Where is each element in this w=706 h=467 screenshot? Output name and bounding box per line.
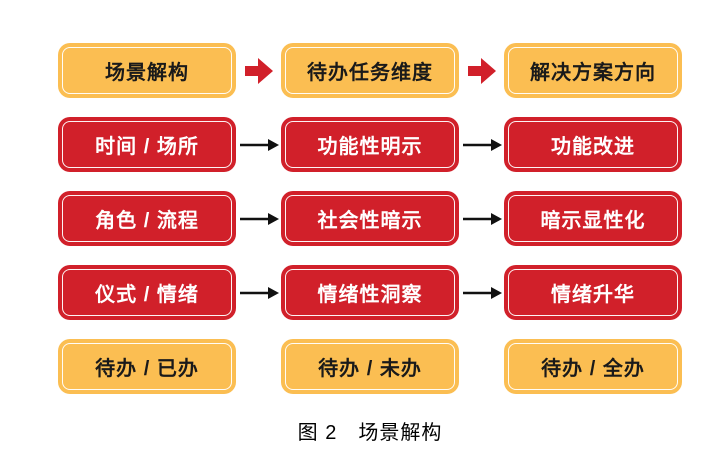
- row-role-process: 角色 / 流程 社会性暗示 暗示显性化: [58, 191, 682, 246]
- row-ritual-emotion: 仪式 / 情绪 情绪性洞察 情绪升华: [58, 265, 682, 320]
- arrow-spacer: [459, 339, 504, 394]
- node-social-hint: 社会性暗示: [281, 191, 459, 246]
- node-label: 情绪升华: [551, 284, 635, 306]
- node-todo-done: 待办 / 已办: [58, 339, 236, 394]
- node-label: 社会性暗示: [317, 210, 423, 232]
- node-role-process: 角色 / 流程: [58, 191, 236, 246]
- node-inner-border: 暗示显性化: [508, 195, 678, 242]
- arrow-cell: [459, 43, 504, 98]
- node-solution-direction: 解决方案方向: [504, 43, 682, 98]
- arrow-cell: [459, 265, 504, 320]
- node-label: 待办任务维度: [307, 62, 433, 84]
- node-label: 功能性明示: [317, 136, 423, 158]
- arrow-cell: [236, 43, 281, 98]
- black-arrow-icon: [462, 138, 502, 151]
- node-inner-border: 功能改进: [508, 121, 678, 168]
- node-todo-task-dimension: 待办任务维度: [281, 43, 459, 98]
- black-arrow-icon: [239, 138, 279, 151]
- node-todo-all-done: 待办 / 全办: [504, 339, 682, 394]
- node-label: 功能改进: [551, 136, 635, 158]
- black-arrow-icon: [239, 212, 279, 225]
- node-inner-border: 社会性暗示: [285, 195, 455, 242]
- node-label: 时间 / 场所: [95, 136, 199, 158]
- node-inner-border: 场景解构: [62, 47, 232, 94]
- node-functional-explicit: 功能性明示: [281, 117, 459, 172]
- node-emotional-insight: 情绪性洞察: [281, 265, 459, 320]
- node-todo-undone: 待办 / 未办: [281, 339, 459, 394]
- node-hint-explicitization: 暗示显性化: [504, 191, 682, 246]
- red-block-arrow-icon: [467, 57, 496, 84]
- node-label: 场景解构: [105, 62, 189, 84]
- node-inner-border: 功能性明示: [285, 121, 455, 168]
- node-inner-border: 待办 / 全办: [508, 343, 678, 390]
- arrow-cell: [459, 191, 504, 246]
- arrow-cell: [236, 265, 281, 320]
- node-label: 情绪性洞察: [317, 284, 423, 306]
- node-label: 解决方案方向: [530, 62, 656, 84]
- node-time-place: 时间 / 场所: [58, 117, 236, 172]
- arrow-cell: [459, 117, 504, 172]
- red-block-arrow-icon: [244, 57, 273, 84]
- node-function-improvement: 功能改进: [504, 117, 682, 172]
- figure-caption: 图 2 场景解构: [297, 422, 443, 444]
- node-label: 仪式 / 情绪: [95, 284, 199, 306]
- node-inner-border: 情绪升华: [508, 269, 678, 316]
- node-inner-border: 待办任务维度: [285, 47, 455, 94]
- node-inner-border: 角色 / 流程: [62, 195, 232, 242]
- arrow-spacer: [236, 339, 281, 394]
- node-inner-border: 时间 / 场所: [62, 121, 232, 168]
- black-arrow-icon: [239, 286, 279, 299]
- node-inner-border: 待办 / 未办: [285, 343, 455, 390]
- node-inner-border: 情绪性洞察: [285, 269, 455, 316]
- node-label: 暗示显性化: [540, 210, 646, 232]
- node-label: 待办 / 已办: [95, 358, 199, 380]
- black-arrow-icon: [462, 212, 502, 225]
- node-inner-border: 待办 / 已办: [62, 343, 232, 390]
- node-inner-border: 解决方案方向: [508, 47, 678, 94]
- node-emotion-sublimation: 情绪升华: [504, 265, 682, 320]
- black-arrow-icon: [462, 286, 502, 299]
- row-todo-status: 待办 / 已办 待办 / 未办 待办 / 全办: [58, 339, 682, 394]
- node-label: 待办 / 全办: [541, 358, 645, 380]
- node-label: 角色 / 流程: [95, 210, 199, 232]
- arrow-cell: [236, 117, 281, 172]
- node-ritual-emotion: 仪式 / 情绪: [58, 265, 236, 320]
- header-row: 场景解构 待办任务维度 解决方案方向: [58, 43, 682, 98]
- node-inner-border: 仪式 / 情绪: [62, 269, 232, 316]
- node-label: 待办 / 未办: [318, 358, 422, 380]
- row-time-place: 时间 / 场所 功能性明示 功能改进: [58, 117, 682, 172]
- node-scene-deconstruction: 场景解构: [58, 43, 236, 98]
- arrow-cell: [236, 191, 281, 246]
